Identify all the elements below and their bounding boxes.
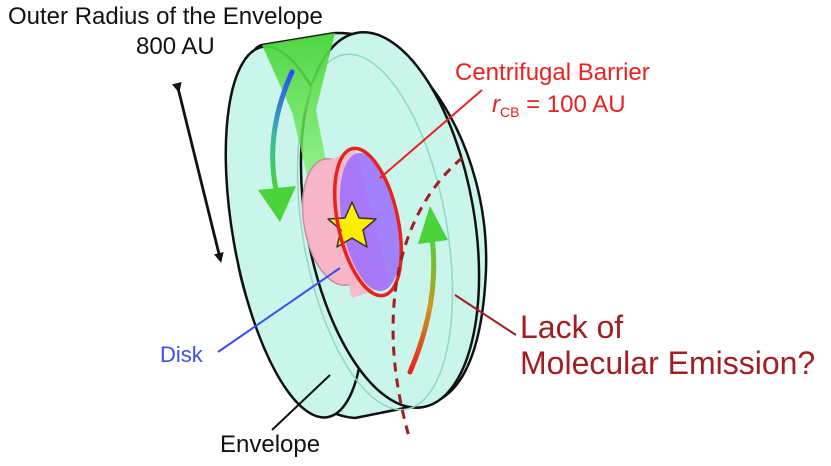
cb-leader-line	[379, 89, 483, 179]
lack-emission-label-line1: Lack of	[520, 309, 623, 345]
lack-emission-dashed-arc	[391, 156, 463, 441]
infall-wedge	[262, 33, 335, 196]
envelope-label: Envelope	[220, 431, 320, 458]
cb-value: = 100 AU	[519, 91, 625, 118]
infall-arrow-bottom	[407, 206, 448, 375]
envelope-leader-line	[271, 374, 331, 431]
disk-leader-line	[217, 267, 341, 353]
cb-symbol: r	[492, 91, 501, 118]
outer-radius-label-line2: 800 AU	[136, 33, 215, 60]
lack-emission-label-line2: Molecular Emission?	[520, 345, 815, 381]
infall-arrow-top	[258, 69, 296, 222]
cb-equation-label: rCB = 100 AU	[492, 91, 626, 120]
envelope-inner-ring	[296, 53, 454, 411]
disk-label: Disk	[160, 342, 204, 367]
lack-emission-leader-line	[454, 294, 517, 336]
outer-radius-label-line1: Outer Radius of the Envelope	[8, 3, 323, 30]
cb-title-label: Centrifugal Barrier	[455, 59, 650, 86]
cb-subscript: CB	[500, 104, 519, 120]
outer-radius-double-arrow	[171, 81, 224, 263]
centrifugal-barrier-ring	[333, 146, 403, 298]
